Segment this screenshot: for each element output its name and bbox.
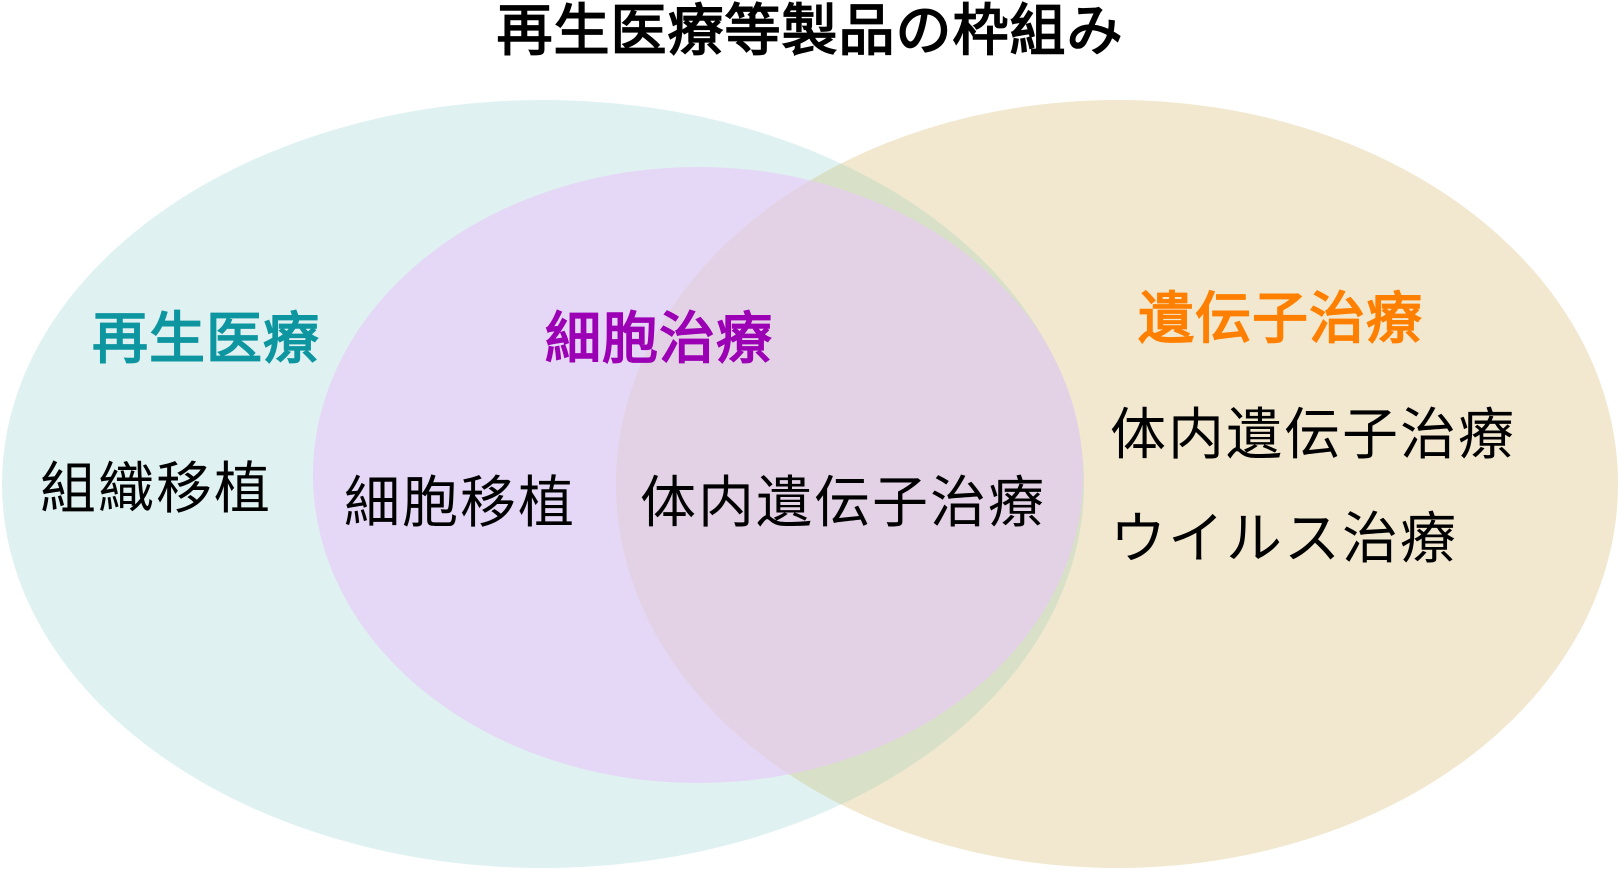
diagram-title: 再生医療等製品の枠組み (496, 0, 1124, 64)
item-in-vivo-gene-therapy: 体内遺伝子治療 (1110, 403, 1516, 468)
item-in-vivo-gene-therapy-overlap: 体内遺伝子治療 (640, 471, 1046, 536)
set-label-regenerative-medicine: 再生医療 (92, 307, 320, 372)
cell-gene-overlap (616, 167, 1083, 783)
item-virus-therapy: ウイルス治療 (1110, 507, 1458, 572)
set-label-gene-therapy: 遺伝子治療 (1138, 287, 1423, 352)
item-tissue-transplant: 組織移植 (40, 457, 272, 522)
item-cell-transplant: 細胞移植 (344, 471, 576, 536)
set-label-cell-therapy: 細胞治療 (545, 307, 773, 372)
